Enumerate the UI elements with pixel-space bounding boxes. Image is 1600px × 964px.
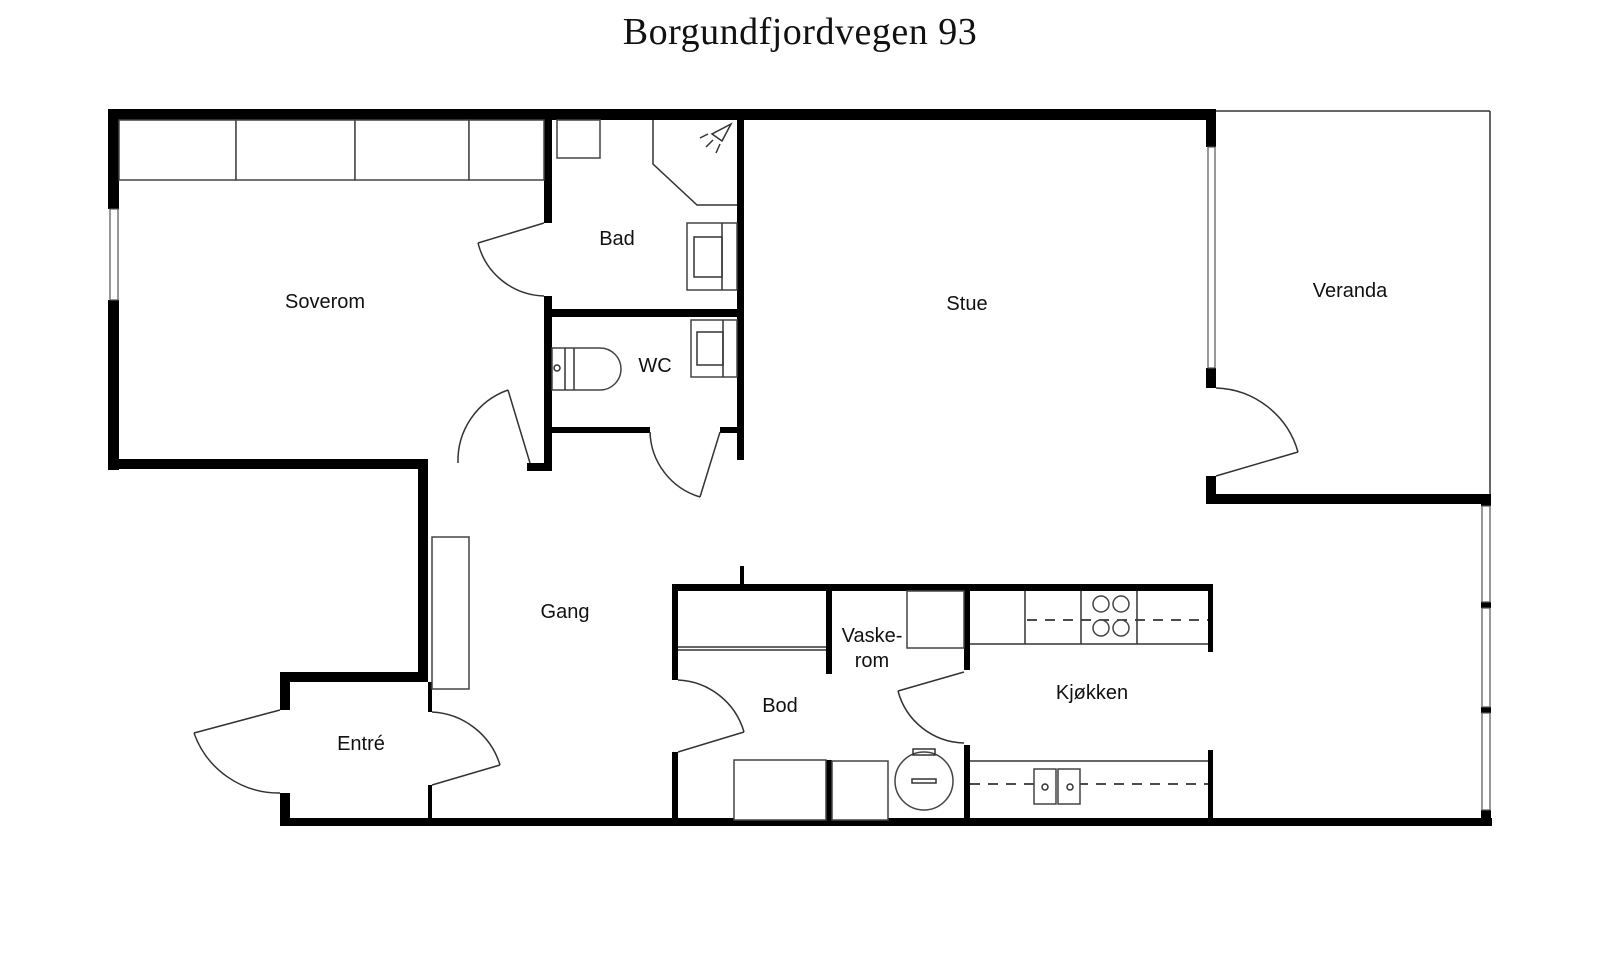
room-label-gang: Gang <box>541 601 590 623</box>
hallway-shelf <box>431 536 470 690</box>
room-label-vaskerom-line2: rom <box>855 650 889 672</box>
doors <box>193 222 1299 794</box>
sink-icon <box>1033 768 1081 805</box>
wc-fixtures <box>551 319 738 391</box>
walls <box>108 109 1492 826</box>
wardrobes <box>118 119 545 181</box>
room-label-bod: Bod <box>762 695 798 717</box>
room-label-stue: Stue <box>946 293 987 315</box>
kitchen-fixtures <box>970 591 1208 805</box>
room-labels: Soverom Bad WC Stue Veranda Gang Vaske- … <box>285 228 1388 755</box>
room-label-soverom: Soverom <box>285 291 365 313</box>
room-label-kjokken: Kjøkken <box>1056 682 1128 704</box>
windows <box>109 146 1491 811</box>
shower-icon <box>699 122 733 154</box>
washing-machine <box>906 590 965 649</box>
room-label-wc: WC <box>638 355 671 377</box>
veranda-outline <box>1216 110 1491 494</box>
room-label-entre: Entré <box>337 733 385 755</box>
room-label-vaskerom-line1: Vaske- <box>842 625 903 647</box>
floorplan-title: Borgundfjordvegen 93 <box>622 11 978 53</box>
room-label-bad: Bad <box>599 228 635 250</box>
room-label-veranda: Veranda <box>1313 280 1388 302</box>
bathroom-fixtures <box>556 119 738 291</box>
stove-icon <box>1092 595 1130 637</box>
storage-fixtures <box>678 646 954 821</box>
